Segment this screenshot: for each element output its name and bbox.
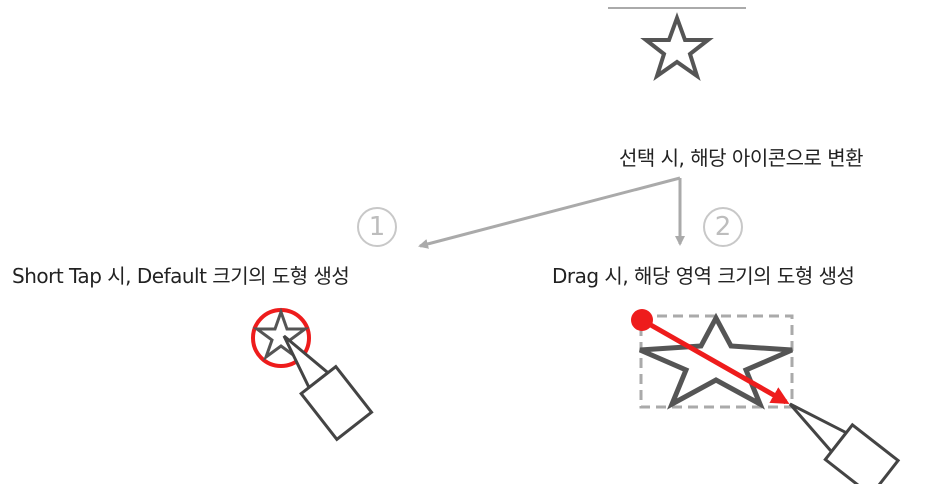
pen-icon xyxy=(282,334,374,442)
drag-illustration xyxy=(631,309,901,484)
connector-arrow-1 xyxy=(418,176,681,249)
pen-icon xyxy=(788,402,901,484)
short-tap-illustration xyxy=(251,307,374,442)
step-number-1: 1 xyxy=(357,207,397,247)
star-icon xyxy=(252,307,310,362)
selection-box xyxy=(639,314,794,409)
drag-direction-arrow xyxy=(640,317,790,405)
step1-label: Short Tap 시, Default 크기의 도형 생성 xyxy=(12,264,350,288)
step-number-2: 2 xyxy=(703,207,743,247)
star-icon xyxy=(640,12,714,82)
step2-label: Drag 시, 해당 영역 크기의 도형 생성 xyxy=(552,264,855,288)
star-icon xyxy=(639,312,793,410)
caption-top: 선택 시, 해당 아이콘으로 변환 xyxy=(619,146,864,170)
